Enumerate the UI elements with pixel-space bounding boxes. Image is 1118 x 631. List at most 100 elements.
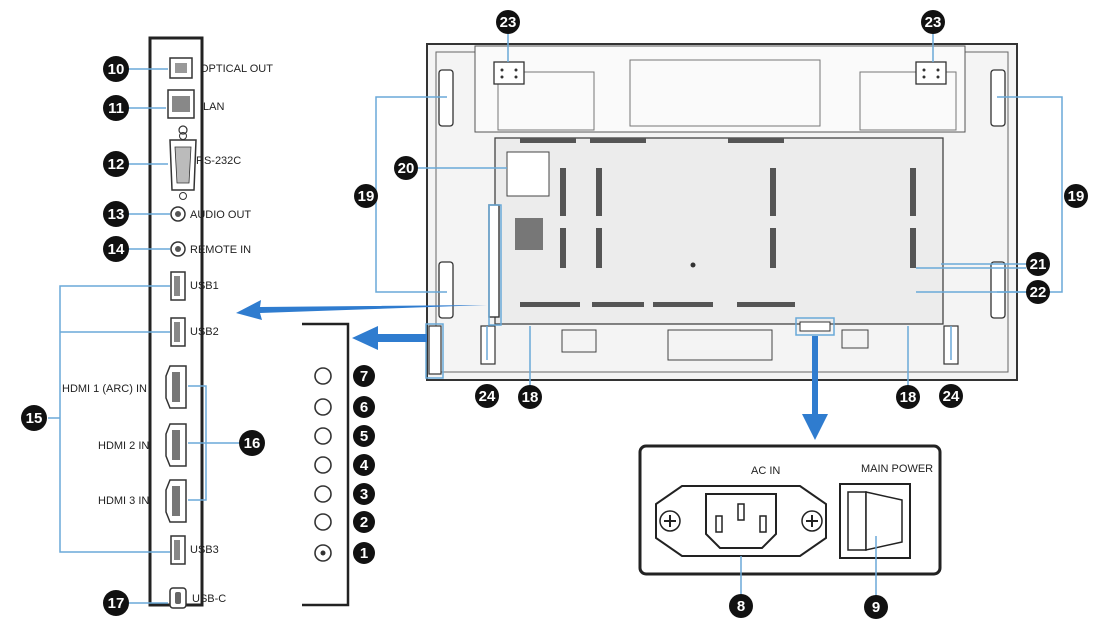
monitor-rear bbox=[426, 43, 1018, 381]
svg-text:8: 8 bbox=[737, 598, 745, 615]
button-panel-outline bbox=[302, 322, 350, 607]
ac-in-socket bbox=[705, 493, 777, 549]
callout-10: 10 bbox=[103, 56, 129, 82]
label-ac-in: AC IN bbox=[751, 465, 780, 477]
svg-text:22: 22 bbox=[1030, 284, 1047, 301]
power-leader-lines bbox=[740, 536, 877, 596]
arrow-to-terminal-panel bbox=[236, 300, 487, 320]
svg-text:11: 11 bbox=[108, 100, 124, 117]
svg-text:23: 23 bbox=[500, 14, 517, 31]
zoom-arrows bbox=[236, 300, 828, 440]
svg-text:13: 13 bbox=[108, 206, 125, 223]
port-labels: OPTICAL OUT LAN RS-232C AUDIO OUT REMOTE… bbox=[62, 63, 273, 605]
callout-markers: 1 2 3 4 5 6 7 8 9 10 11 12 13 14 15 16 1… bbox=[21, 10, 1088, 619]
label-usb1: USB1 bbox=[190, 280, 219, 292]
callout-24a: 24 bbox=[475, 384, 499, 408]
callout-16: 16 bbox=[239, 430, 265, 456]
callout-14: 14 bbox=[103, 236, 129, 262]
svg-text:3: 3 bbox=[360, 486, 368, 503]
terminal-leader-lines bbox=[48, 68, 240, 604]
callout-6: 6 bbox=[353, 396, 375, 418]
callout-24b: 24 bbox=[939, 384, 963, 408]
callout-23b: 23 bbox=[921, 10, 945, 34]
callout-17: 17 bbox=[103, 590, 129, 616]
callout-15: 15 bbox=[21, 405, 47, 431]
svg-text:18: 18 bbox=[522, 389, 539, 406]
svg-text:9: 9 bbox=[872, 599, 880, 616]
callout-11: 11 bbox=[103, 95, 129, 121]
callout-13: 13 bbox=[103, 201, 129, 227]
label-rs232c: RS-232C bbox=[196, 155, 241, 167]
label-usb2: USB2 bbox=[190, 326, 219, 338]
label-hdmi2: HDMI 2 IN bbox=[98, 440, 149, 452]
button-6 bbox=[314, 398, 332, 416]
button-4 bbox=[314, 456, 332, 474]
callout-8: 8 bbox=[729, 594, 753, 618]
callout-19a: 19 bbox=[354, 184, 378, 208]
label-lan: LAN bbox=[203, 101, 224, 113]
svg-text:10: 10 bbox=[108, 61, 125, 78]
callout-19b: 19 bbox=[1064, 184, 1088, 208]
callout-9: 9 bbox=[864, 595, 888, 619]
button-7 bbox=[314, 367, 332, 385]
callout-20: 20 bbox=[394, 156, 418, 180]
callout-22-marker: 22 bbox=[1026, 280, 1050, 304]
svg-text:5: 5 bbox=[360, 428, 368, 445]
svg-text:15: 15 bbox=[26, 410, 43, 427]
main-power-rocker bbox=[865, 491, 903, 551]
arrow-to-power-panel bbox=[802, 336, 828, 440]
svg-text:24: 24 bbox=[943, 388, 960, 405]
svg-text:19: 19 bbox=[358, 188, 375, 205]
callout-23a: 23 bbox=[496, 10, 520, 34]
label-hdmi3: HDMI 3 IN bbox=[98, 495, 149, 507]
svg-text:20: 20 bbox=[398, 160, 415, 177]
svg-text:1: 1 bbox=[360, 545, 368, 562]
arrow-to-button-panel bbox=[352, 326, 427, 350]
handles bbox=[438, 69, 1006, 319]
svg-text:16: 16 bbox=[244, 435, 261, 452]
svg-text:19: 19 bbox=[1068, 188, 1085, 205]
label-optical-out: OPTICAL OUT bbox=[200, 63, 273, 75]
callout-21: 21 bbox=[1026, 252, 1050, 276]
button-5 bbox=[314, 427, 332, 445]
label-remote-in: REMOTE IN bbox=[190, 244, 251, 256]
ventilation-holes bbox=[515, 138, 916, 307]
svg-text:18: 18 bbox=[900, 389, 917, 406]
callout-18a: 18 bbox=[518, 385, 542, 409]
svg-text:24: 24 bbox=[479, 388, 496, 405]
label-main-power: MAIN POWER bbox=[861, 463, 933, 475]
back-plate bbox=[494, 137, 944, 325]
terminal-panel bbox=[148, 36, 204, 609]
callout-3: 3 bbox=[353, 483, 375, 505]
svg-text:4: 4 bbox=[360, 457, 369, 474]
callout-2: 2 bbox=[353, 511, 375, 533]
control-button-panel bbox=[302, 322, 350, 607]
button-2 bbox=[314, 513, 332, 531]
screw-icon-right bbox=[806, 515, 818, 527]
svg-text:21: 21 bbox=[1030, 256, 1047, 273]
terminal-panel-outline bbox=[148, 36, 204, 607]
callout-7: 7 bbox=[353, 365, 375, 387]
label-usb3: USB3 bbox=[190, 544, 219, 556]
screw-icon-left bbox=[664, 515, 676, 527]
callout-1: 1 bbox=[353, 542, 375, 564]
label-audio-out: AUDIO OUT bbox=[190, 209, 251, 221]
label-hdmi1: HDMI 1 (ARC) IN bbox=[62, 383, 147, 395]
svg-text:6: 6 bbox=[360, 399, 368, 416]
svg-text:17: 17 bbox=[108, 595, 125, 612]
svg-text:2: 2 bbox=[360, 514, 368, 531]
button-3 bbox=[314, 485, 332, 503]
callout-18b: 18 bbox=[896, 385, 920, 409]
svg-text:23: 23 bbox=[925, 14, 942, 31]
svg-text:12: 12 bbox=[108, 156, 125, 173]
label-usbc: USB-C bbox=[192, 593, 226, 605]
svg-text:7: 7 bbox=[360, 368, 368, 385]
vesa-brackets bbox=[493, 61, 947, 85]
callout-12: 12 bbox=[103, 151, 129, 177]
svg-text:14: 14 bbox=[108, 241, 125, 258]
power-panel: AC IN MAIN POWER bbox=[638, 444, 942, 576]
callout-5: 5 bbox=[353, 425, 375, 447]
callout-4: 4 bbox=[353, 454, 375, 476]
